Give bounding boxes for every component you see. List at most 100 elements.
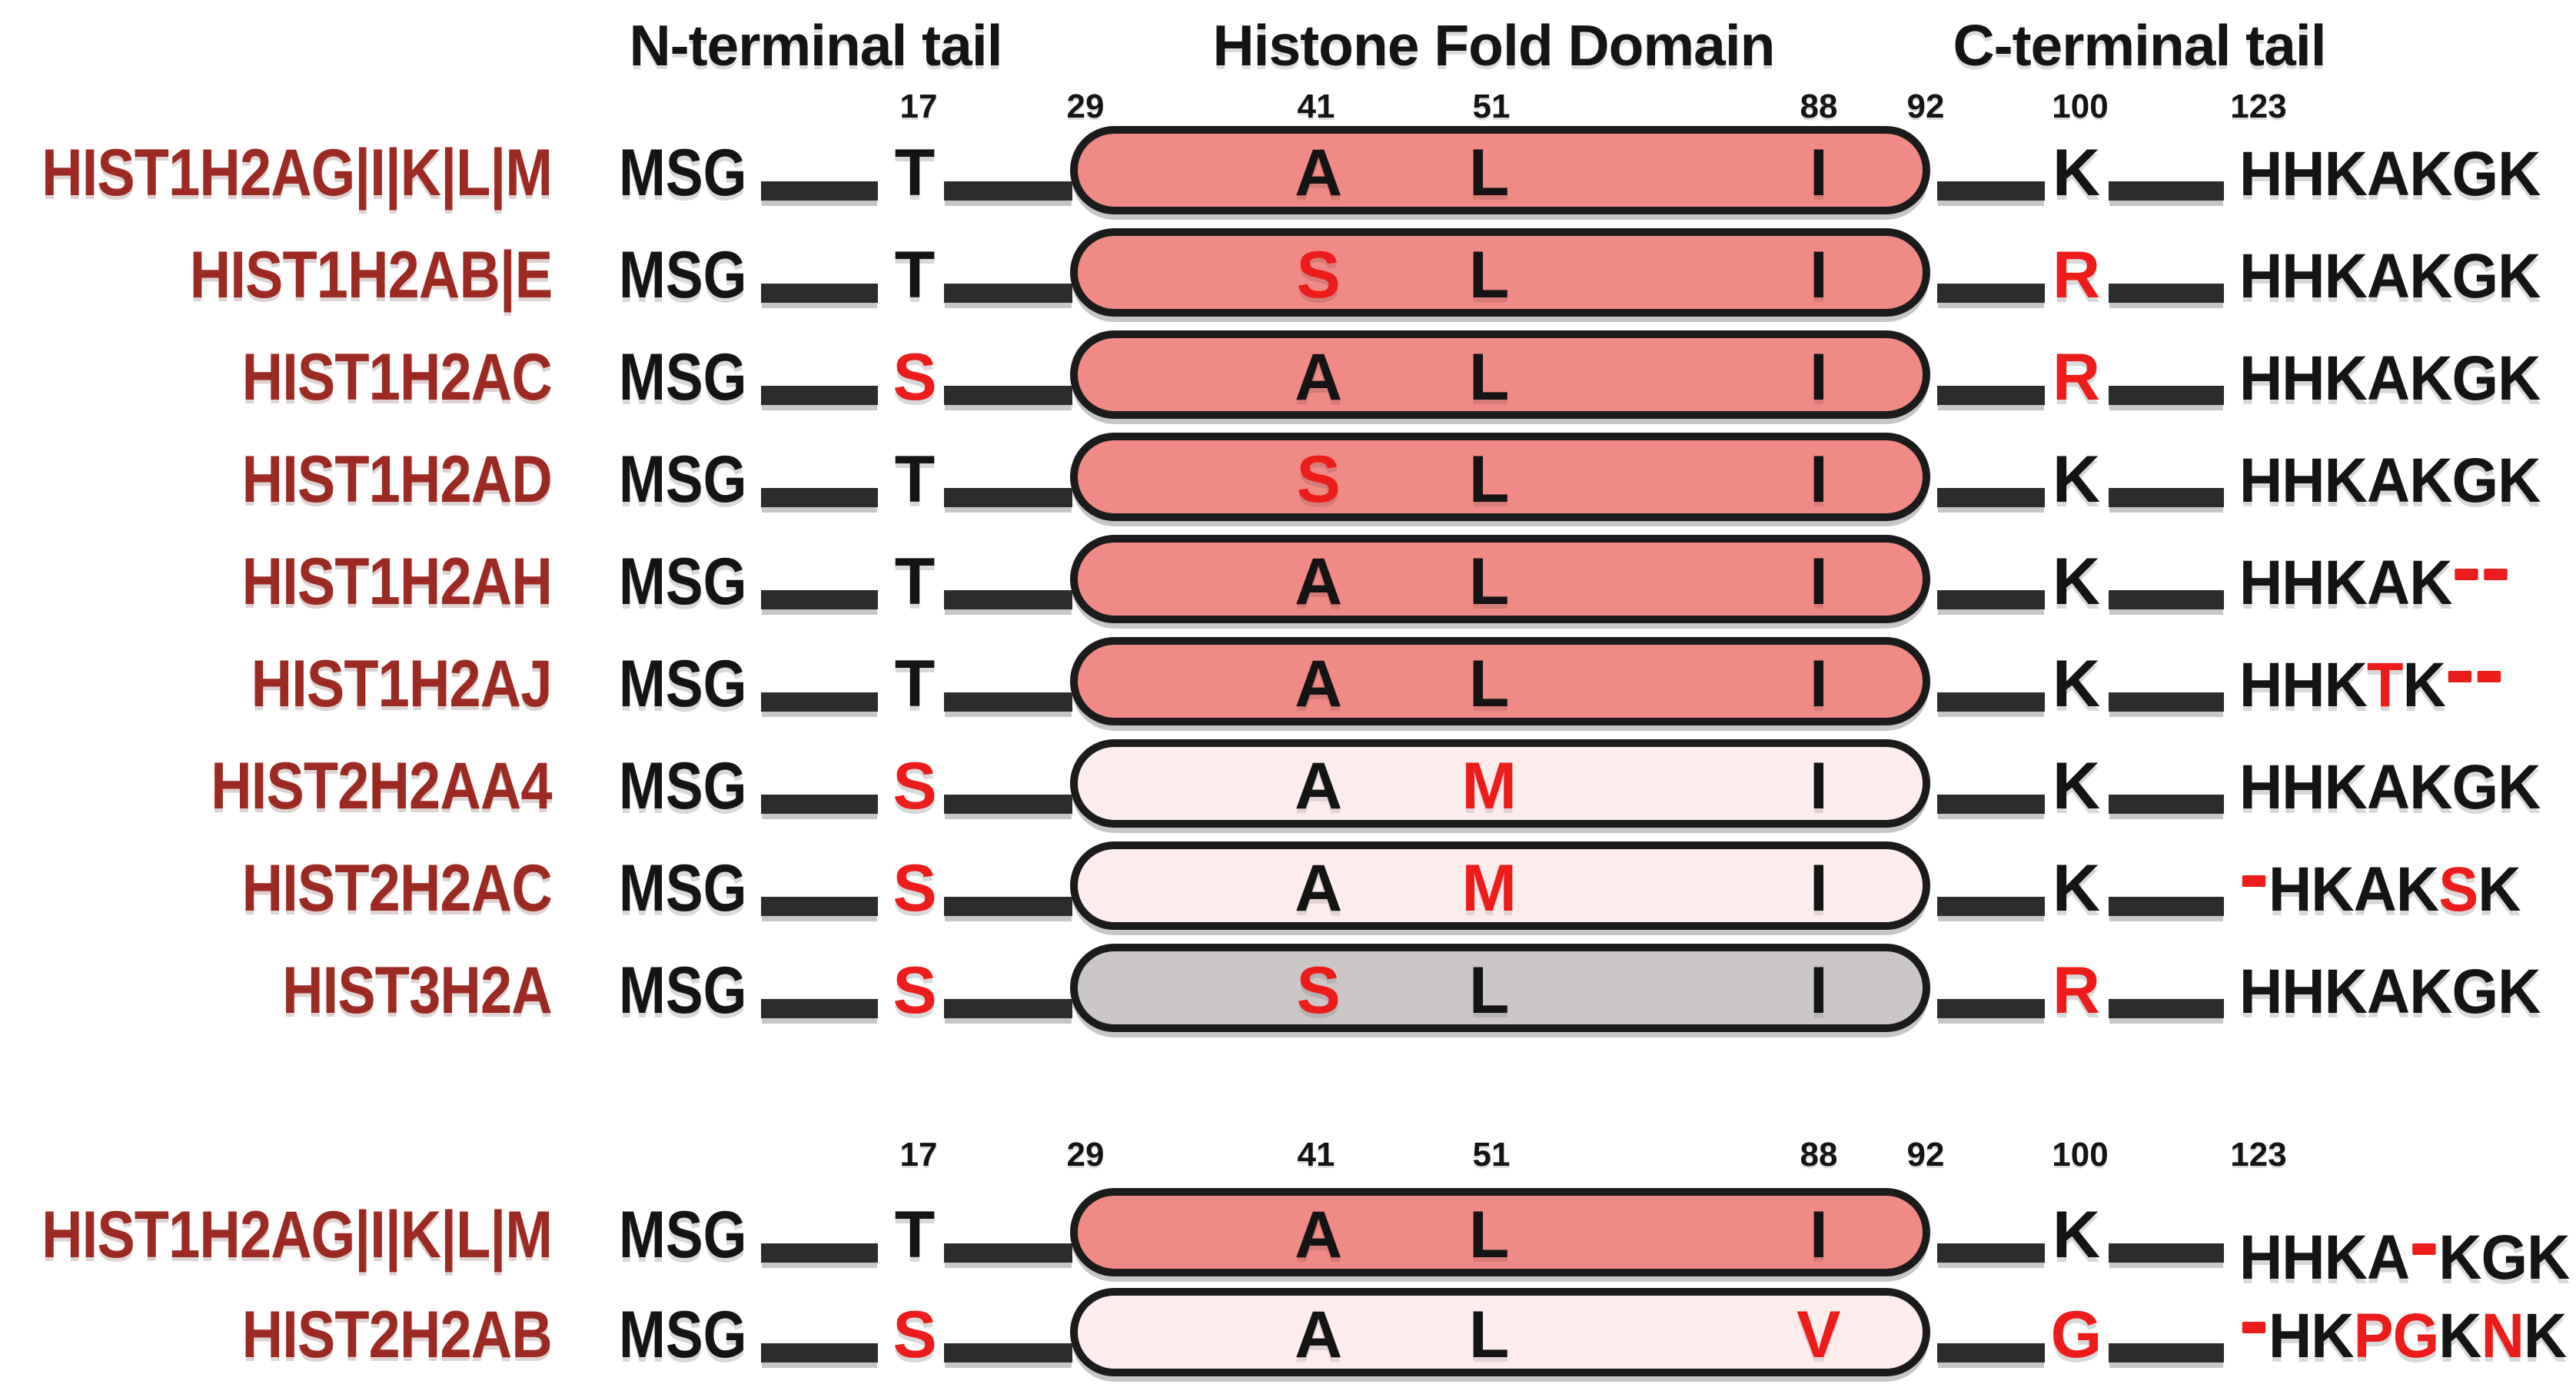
sequence-segment: HHKAKGK <box>2239 139 2541 209</box>
connector-line-2 <box>944 284 1072 303</box>
c-terminal-sequence: HKAKSK <box>2239 858 2521 921</box>
sequence-segment: T <box>2366 650 2404 720</box>
connector-line-1 <box>761 386 878 405</box>
gene-label: HIST1H2AG|I|K|L|M <box>42 136 553 210</box>
sequence-segment: KGK <box>2438 1223 2570 1293</box>
position-label-100: 100 <box>2052 1136 2109 1173</box>
header-n-terminal-tail: N-terminal tail <box>629 13 1002 78</box>
gene-label: HIST1H2AH <box>241 545 553 619</box>
residue-17: S <box>892 1298 937 1372</box>
c-terminal-sequence: HHKAKGK <box>2239 450 2541 513</box>
gene-label: HIST2H2AB <box>241 1298 553 1372</box>
residue-100: K <box>2052 443 2101 516</box>
gene-label: HIST1H2AC <box>241 340 553 414</box>
position-label-100: 100 <box>2052 88 2109 125</box>
connector-line-1 <box>761 999 878 1018</box>
connector-line-4 <box>2109 999 2224 1018</box>
n-terminal-start: MSG <box>619 851 747 925</box>
residue-100: K <box>2052 749 2101 823</box>
residue-41: A <box>1295 749 1343 823</box>
connector-line-3 <box>1937 692 2045 712</box>
residue-100: K <box>2052 136 2101 210</box>
connector-line-1 <box>761 181 878 201</box>
c-terminal-sequence: HHKAK <box>2239 552 2511 615</box>
residue-17: S <box>892 340 937 414</box>
connector-line-3 <box>1937 999 2045 1018</box>
residue-100: R <box>2052 954 2101 1027</box>
n-terminal-start: MSG <box>619 443 747 516</box>
connector-line-3 <box>1937 1243 2045 1263</box>
gene-label: HIST2H2AA4 <box>211 749 552 823</box>
residue-17: T <box>894 238 936 312</box>
connector-line-1 <box>761 1243 878 1263</box>
position-label-123: 123 <box>2230 1136 2287 1173</box>
gene-label: HIST1H2AB|E <box>189 238 552 312</box>
sequence-segment: HHKAKGK <box>2239 752 2541 822</box>
deletion-dash <box>2242 875 2266 887</box>
position-label-123: 123 <box>2230 88 2287 125</box>
sequence-segment: HHKAK <box>2239 548 2452 618</box>
residue-17: T <box>894 136 936 210</box>
connector-line-4 <box>2109 284 2224 303</box>
residue-51: L <box>1468 1198 1510 1272</box>
sequence-segment: HK <box>2269 1301 2355 1371</box>
residue-41: A <box>1295 851 1343 925</box>
residue-17: T <box>894 443 936 516</box>
connector-line-1 <box>761 692 878 712</box>
position-label-29: 29 <box>1066 88 1105 125</box>
residue-100: K <box>2052 1198 2101 1272</box>
residue-100: G <box>2050 1298 2102 1372</box>
residue-41: A <box>1295 1198 1343 1272</box>
residue-100: R <box>2052 340 2101 414</box>
residue-51: L <box>1468 136 1510 210</box>
residue-100: K <box>2052 545 2101 619</box>
residue-88: I <box>1809 443 1828 516</box>
residue-17: S <box>892 954 937 1027</box>
residue-51: L <box>1468 647 1510 721</box>
sequence-segment: S <box>2438 855 2478 924</box>
connector-line-3 <box>1937 590 2045 609</box>
sequence-segment: HHKAKGK <box>2239 957 2541 1027</box>
connector-line-4 <box>2109 1343 2224 1362</box>
connector-line-1 <box>761 1343 878 1362</box>
c-terminal-sequence: HKPGKNK <box>2239 1305 2567 1368</box>
n-terminal-start: MSG <box>619 1198 747 1272</box>
n-terminal-start: MSG <box>619 954 747 1027</box>
residue-51: L <box>1468 340 1510 414</box>
deletion-dash <box>2448 671 2472 682</box>
connector-line-1 <box>761 284 878 303</box>
position-label-29: 29 <box>1066 1136 1105 1173</box>
n-terminal-start: MSG <box>619 545 747 619</box>
residue-88: I <box>1809 749 1828 823</box>
connector-line-1 <box>761 488 878 507</box>
connector-line-4 <box>2109 692 2224 712</box>
sequence-segment: HHKAKGK <box>2239 241 2541 311</box>
sequence-segment: HKAK <box>2269 855 2439 924</box>
gene-label: HIST1H2AG|I|K|L|M <box>42 1198 553 1272</box>
residue-51: L <box>1468 238 1510 312</box>
sequence-segment: N <box>2481 1301 2524 1371</box>
sequence-segment: K <box>2523 1301 2567 1371</box>
residue-88: I <box>1809 545 1828 619</box>
residue-88: I <box>1809 136 1828 210</box>
connector-line-2 <box>944 692 1072 712</box>
connector-line-3 <box>1937 795 2045 814</box>
n-terminal-start: MSG <box>619 238 747 312</box>
c-terminal-sequence: HHKAKGK <box>2239 143 2541 206</box>
connector-line-4 <box>2109 897 2224 916</box>
header-c-terminal-tail: C-terminal tail <box>1953 13 2326 78</box>
deletion-dash <box>2455 569 2478 580</box>
c-terminal-sequence: HHKTK <box>2239 654 2504 717</box>
header-histone-fold-domain: Histone Fold Domain <box>1212 13 1776 78</box>
residue-41: A <box>1295 340 1343 414</box>
connector-line-1 <box>761 590 878 609</box>
gene-label: HIST1H2AJ <box>251 647 553 721</box>
position-label-51: 51 <box>1472 1136 1511 1173</box>
deletion-dash <box>2477 671 2501 682</box>
